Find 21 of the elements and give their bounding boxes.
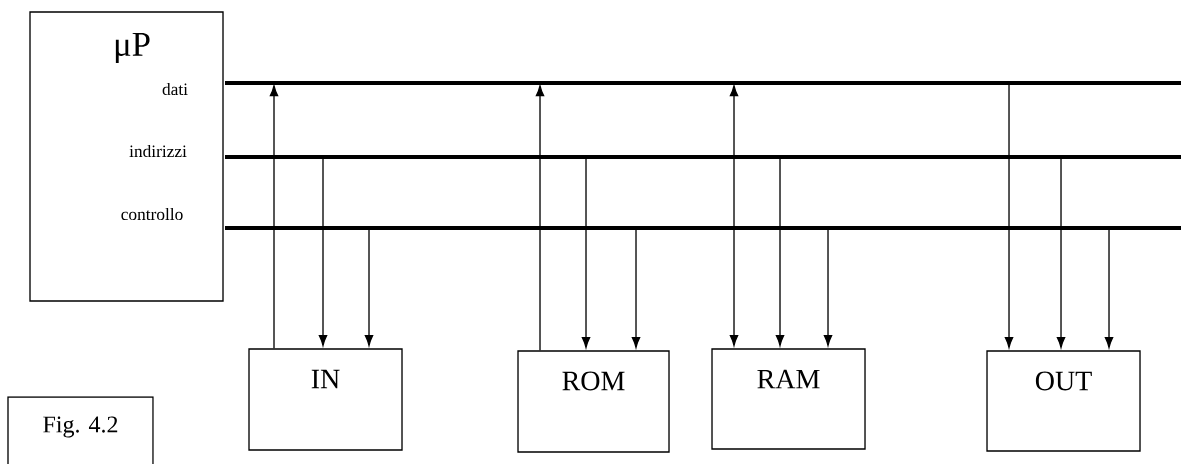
arrow	[823, 227, 833, 347]
module-box: ROM	[517, 350, 670, 453]
arrow	[535, 85, 545, 351]
arrow	[631, 227, 641, 349]
arrow	[364, 227, 374, 347]
processor-title: μP	[115, 32, 150, 64]
module-box: IN	[248, 348, 403, 451]
arrow	[729, 85, 739, 347]
bus-label: controllo	[121, 207, 183, 221]
arrow	[1004, 82, 1014, 349]
arrow	[775, 156, 785, 347]
module-box: OUT	[986, 350, 1141, 452]
bus-label: dati	[162, 82, 188, 96]
module-box: RAM	[711, 348, 866, 450]
arrow	[269, 85, 279, 349]
figure-label: Fig. 4.2	[7, 396, 154, 464]
arrow	[1056, 156, 1066, 349]
arrow	[1104, 227, 1114, 349]
arrow	[318, 156, 328, 347]
bus-label: indirizzi	[129, 144, 187, 158]
arrow	[581, 156, 591, 349]
